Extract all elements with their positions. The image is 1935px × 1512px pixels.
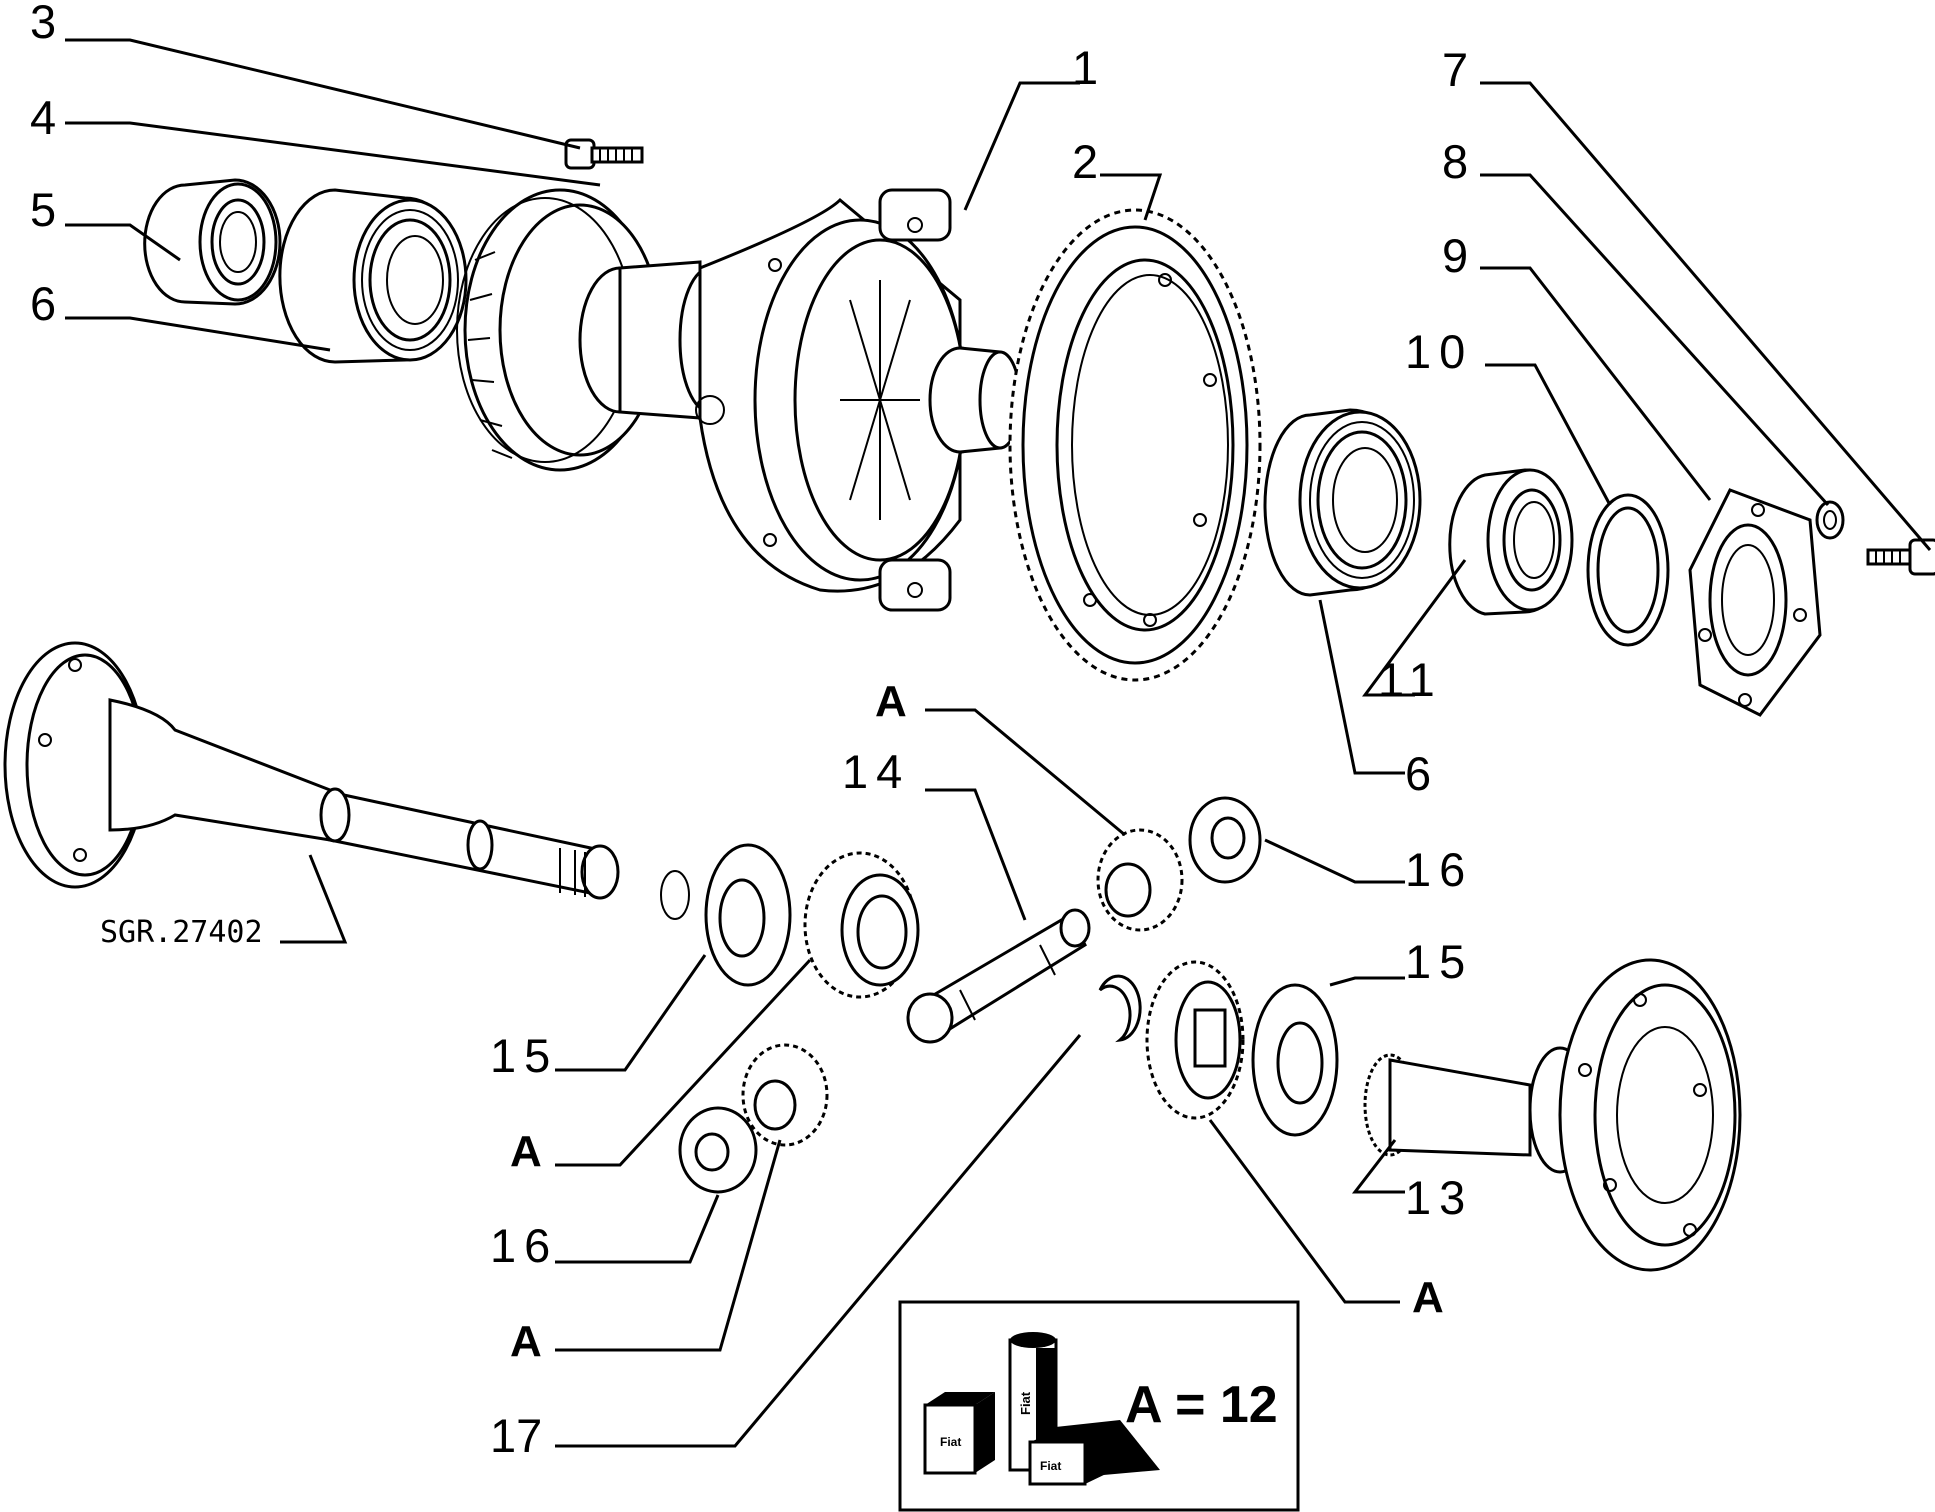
callout-5: 5 — [30, 183, 64, 236]
part-5-seal — [143, 178, 282, 306]
callout-labels: 3 4 5 6 1 2 7 8 9 10 11 6 16 15 13 14 15… — [30, 0, 1476, 1462]
part-13-stub-shaft — [1363, 958, 1742, 1272]
part-17-circlip — [1098, 974, 1142, 1043]
part-side-gear-right — [1145, 960, 1245, 1120]
callout-16-right: 16 — [1405, 843, 1473, 896]
callout-7: 7 — [1442, 43, 1476, 96]
legend-box: Fiat Fiat Fiat A = 12 — [898, 1300, 1300, 1512]
legend-text: A = 12 — [1125, 1376, 1278, 1434]
callout-9: 9 — [1442, 229, 1476, 282]
callout-3: 3 — [30, 0, 64, 48]
part-16-washer-left — [678, 1106, 758, 1194]
callout-17: 17 — [490, 1409, 542, 1462]
callout-A-right: A — [1412, 1273, 1444, 1322]
callout-13: 13 — [1405, 1171, 1473, 1224]
part-15-washer-left — [704, 843, 792, 987]
part-side-gear-left — [803, 851, 920, 999]
part-16-washer-right — [1188, 796, 1262, 884]
callout-2: 2 — [1072, 135, 1106, 188]
callout-A-top: A — [875, 677, 907, 726]
callout-10: 10 — [1405, 325, 1473, 378]
callout-15-right: 15 — [1405, 935, 1473, 988]
callout-1: 1 — [1072, 41, 1106, 94]
callout-11: 11 — [1378, 653, 1443, 706]
part-left-shaft — [3, 641, 690, 920]
callout-16-left: 16 — [490, 1219, 558, 1272]
callout-15-left: 15 — [490, 1029, 558, 1082]
part-1-diff-housing — [578, 188, 1022, 612]
reference-code: SGR.27402 — [100, 915, 263, 950]
part-6-bearing-left — [278, 188, 468, 364]
box-label-1: Fiat — [940, 1435, 961, 1449]
part-pinion-lower — [741, 1043, 829, 1147]
part-9-flange — [1688, 488, 1822, 717]
leader-lines — [65, 38, 1932, 1448]
callout-8: 8 — [1442, 135, 1476, 188]
part-2-ring-gear — [1008, 208, 1262, 682]
part-14-pin — [906, 908, 1091, 1044]
callout-4: 4 — [30, 91, 64, 144]
callout-A-left-upper: A — [510, 1127, 542, 1176]
part-8-washer — [1815, 500, 1845, 540]
callout-A-left-lower: A — [510, 1317, 542, 1366]
part-3-bolt — [564, 138, 644, 170]
part-10-shim — [1586, 493, 1670, 647]
box-label-2: Fiat — [1018, 1391, 1033, 1415]
part-15-washer-right — [1251, 983, 1339, 1137]
fiat-parts-icon: Fiat Fiat Fiat — [923, 1332, 1160, 1486]
callout-6: 6 — [30, 277, 64, 330]
callout-6-right: 6 — [1405, 747, 1439, 800]
callout-14: 14 — [842, 745, 910, 798]
part-11-seal — [1448, 468, 1574, 616]
box-label-3: Fiat — [1040, 1459, 1061, 1473]
part-pinion-upper — [1096, 828, 1184, 932]
part-7-bolt — [1866, 538, 1935, 576]
part-6-bearing-right — [1263, 408, 1422, 597]
